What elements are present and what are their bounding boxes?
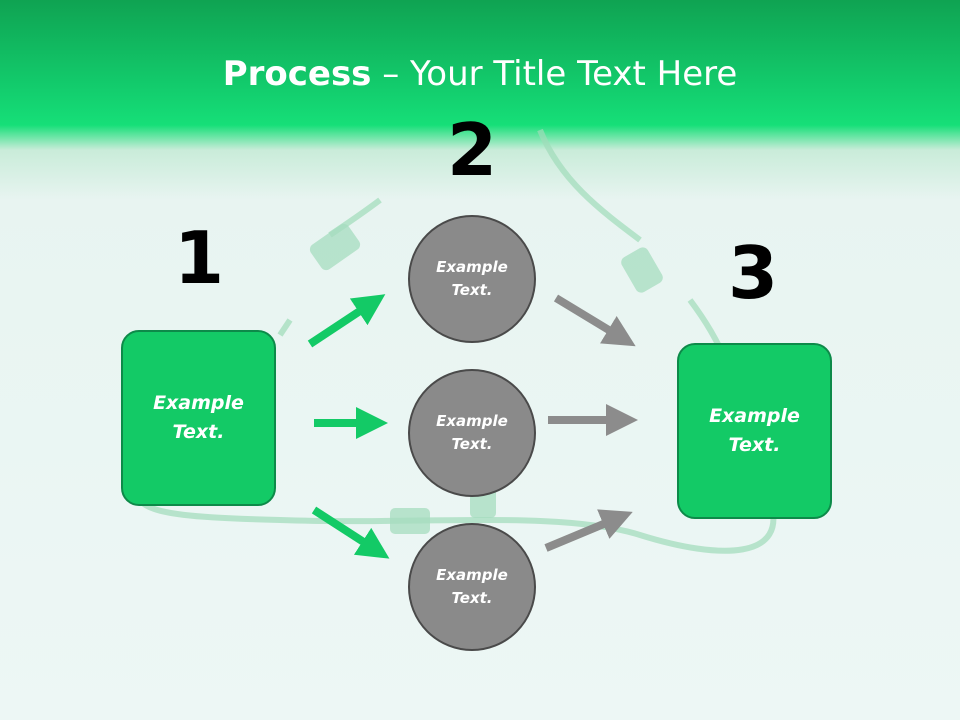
title-bold: Process [222, 54, 372, 94]
step-2-circle-top: Example Text. [408, 215, 536, 343]
arrow-bottom-to-3 [544, 509, 633, 552]
title-rest: – Your Title Text Here [371, 54, 738, 94]
slide-title: Process – Your Title Text Here [0, 52, 960, 96]
step-number-3: 3 [727, 231, 779, 315]
step-number-2: 2 [446, 108, 498, 192]
step-2-circle-middle: Example Text. [408, 369, 536, 497]
header-band [0, 0, 960, 200]
step-number-1: 1 [173, 216, 225, 300]
arrow-top-to-3 [553, 294, 636, 347]
arrow-1-to-bottom [311, 506, 390, 559]
step-3-box: Example Text. [677, 343, 832, 519]
arrow-1-to-top [307, 294, 386, 348]
step-1-box: Example Text. [121, 330, 276, 506]
step-2-circle-bottom: Example Text. [408, 523, 536, 651]
